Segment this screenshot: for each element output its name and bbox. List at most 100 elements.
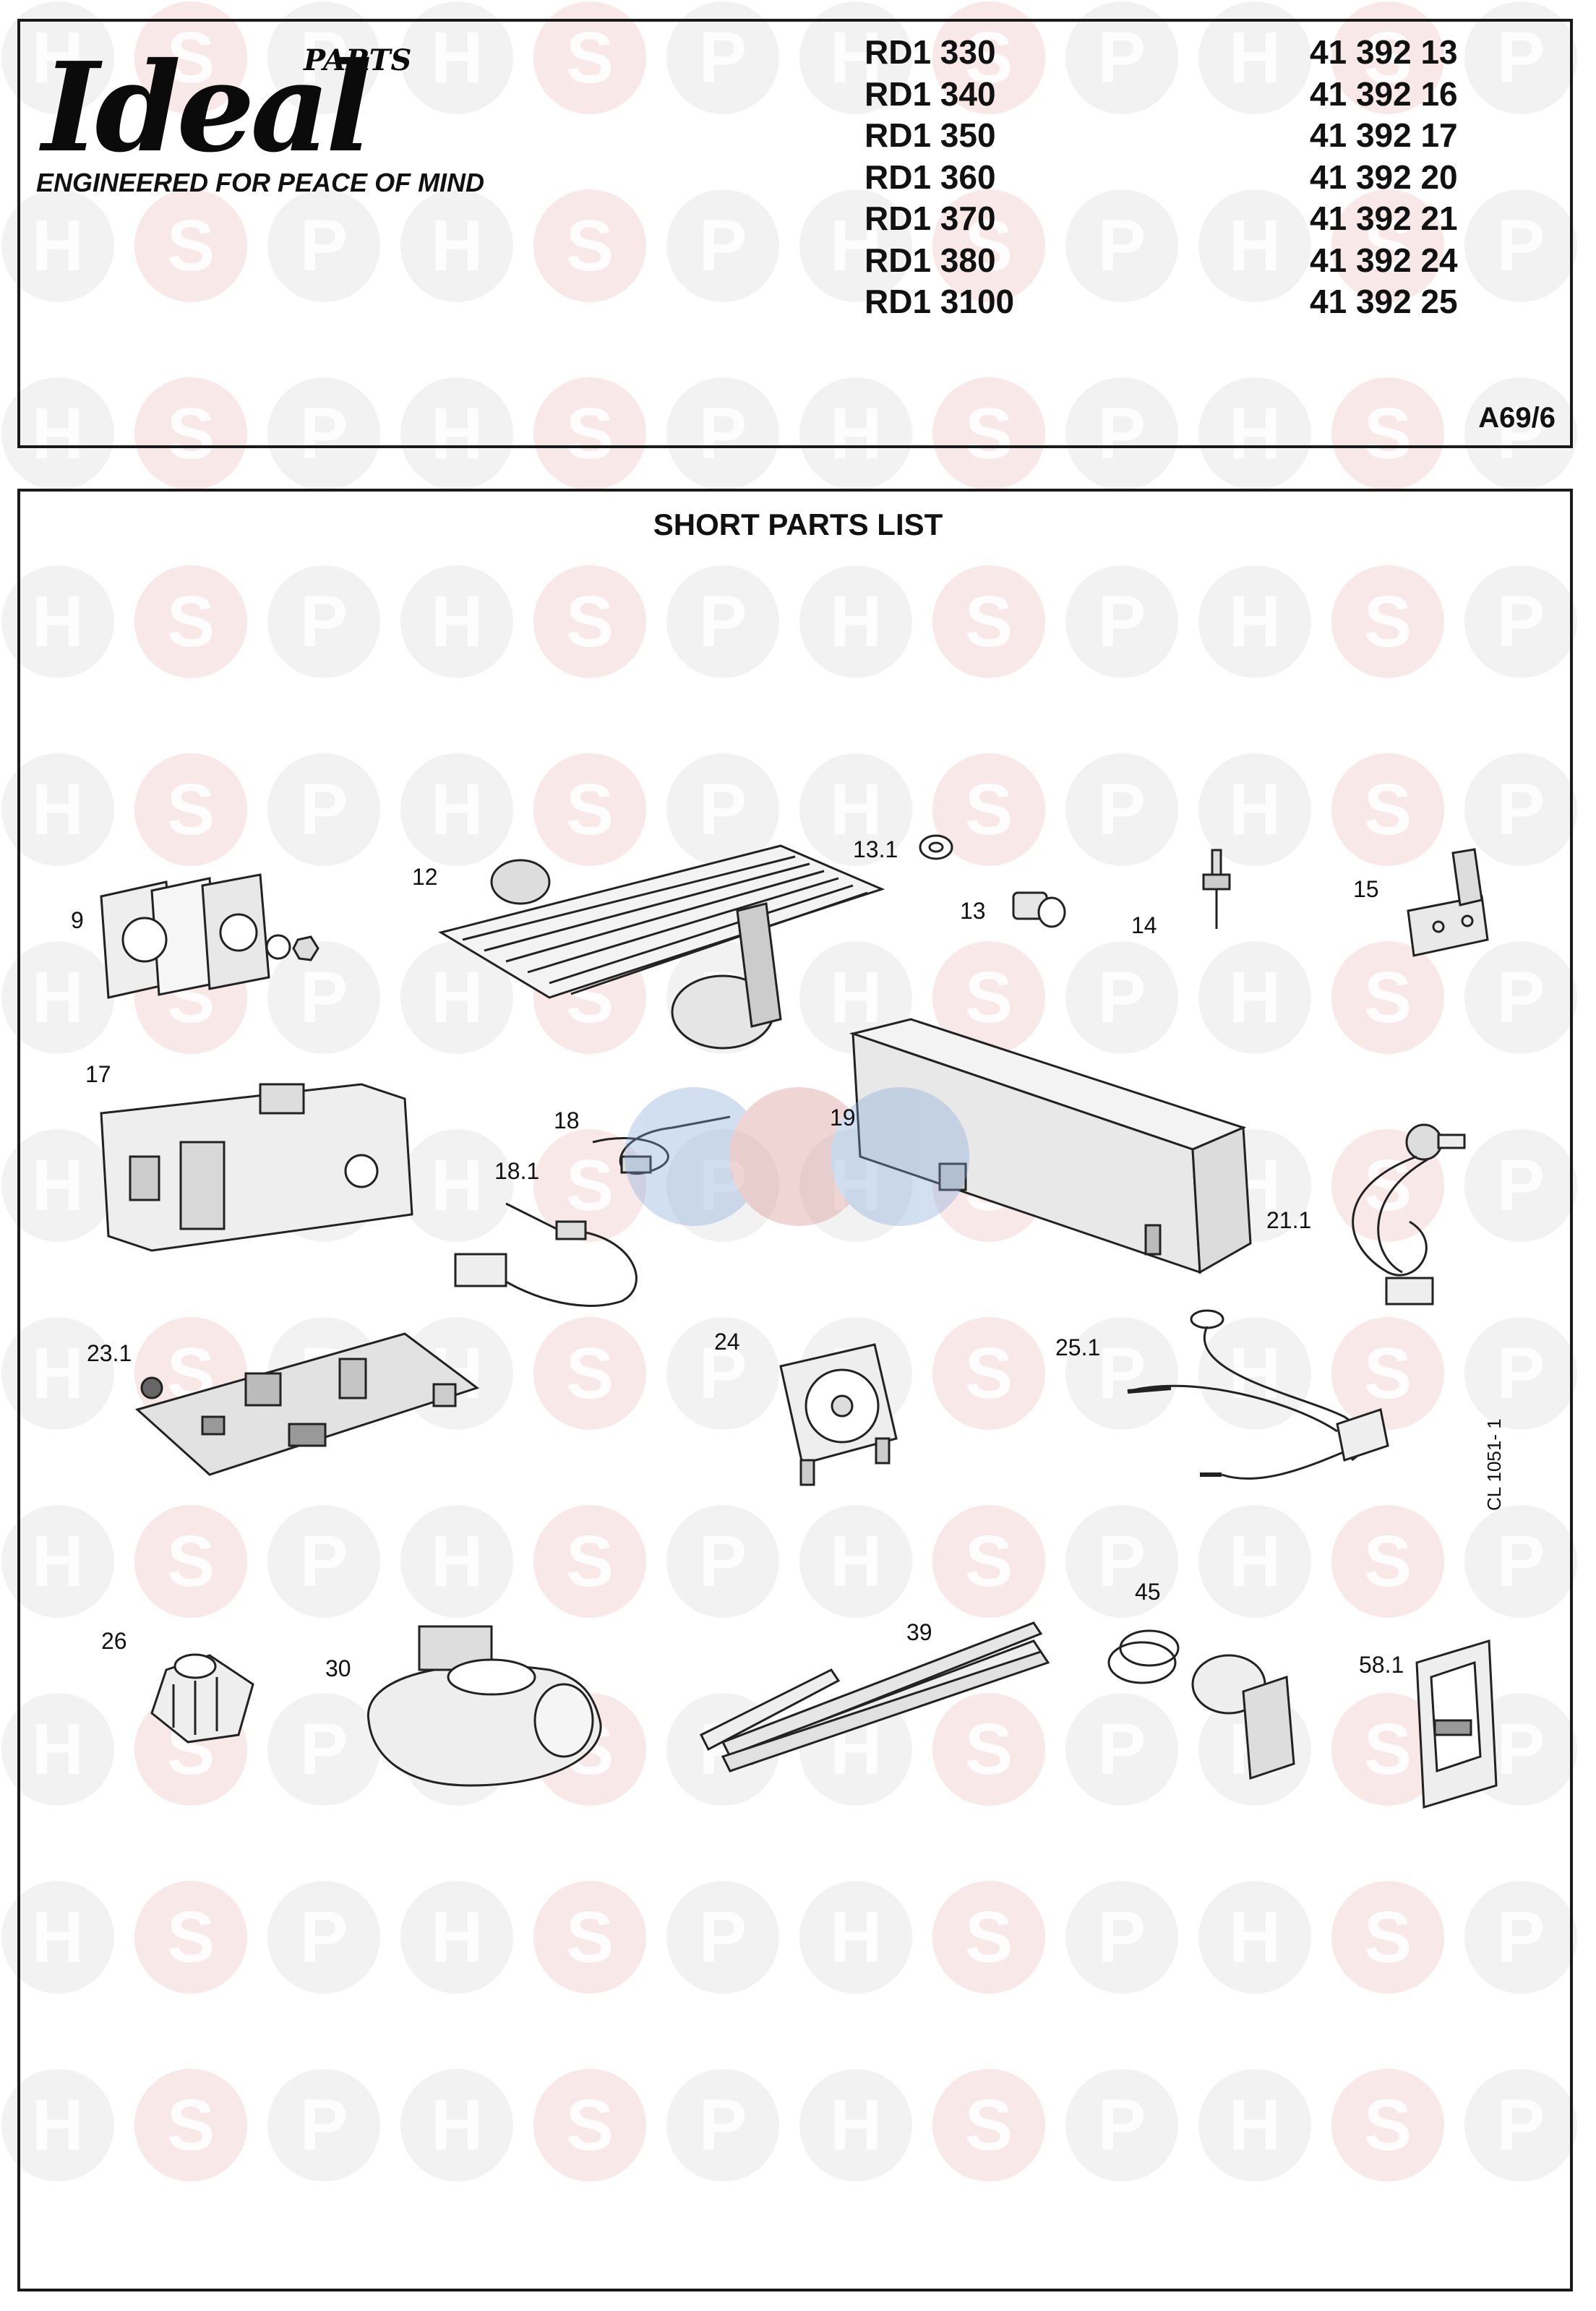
watermark-letter: S: [1364, 957, 1412, 1038]
watermark-letter: S: [965, 205, 1013, 286]
callout-18-1: 18.1: [494, 1158, 540, 1184]
watermark-letter: P: [1497, 393, 1545, 474]
brand-parts-label: PARTS: [304, 43, 412, 77]
watermark-circle: [1, 377, 114, 490]
watermark-circle: [1198, 753, 1311, 866]
watermark-letter: P: [300, 769, 348, 850]
callout-58-1: 58.1: [1359, 1652, 1404, 1678]
watermark-letter: P: [1497, 1709, 1545, 1790]
watermark-circle: [932, 377, 1045, 490]
injector-part: [1012, 891, 1066, 928]
watermark-circle: [1, 1129, 114, 1242]
model-list: RD1 330 RD1 340 RD1 350 RD1 360 RD1 370 …: [864, 32, 1014, 323]
watermark-circle: [1464, 1, 1577, 114]
watermark-circle: [1198, 1, 1311, 114]
watermark-circle: [267, 1881, 380, 1994]
watermark-letter: P: [300, 2085, 348, 2166]
callout-9: 9: [71, 907, 84, 933]
watermark-letter: P: [1497, 1897, 1545, 1978]
watermark-circle: [1065, 2069, 1178, 2182]
watermark-letter: P: [300, 1521, 348, 1602]
watermark-circle: [1065, 189, 1178, 302]
watermark-letter: S: [1364, 205, 1412, 286]
callout-45: 45: [1135, 1579, 1161, 1605]
watermark-circle: [799, 1505, 912, 1618]
callout-13: 13: [960, 898, 986, 924]
watermark-circle: [799, 377, 912, 490]
header-box: [17, 19, 1573, 448]
watermark-letter: H: [32, 1145, 84, 1226]
potentiometer-part: [1352, 1123, 1466, 1305]
watermark-circle: [1198, 189, 1311, 302]
watermark-circle: [932, 1881, 1045, 1994]
watermark-circle: [1198, 1317, 1311, 1430]
watermark-circle: [932, 1, 1045, 114]
watermark-circle: [1198, 377, 1311, 490]
pressure-switch-part: [779, 1343, 898, 1486]
watermark-circle: [666, 1129, 779, 1242]
watermark-letter: P: [1098, 393, 1146, 474]
watermark-letter: P: [1497, 1145, 1545, 1226]
watermark-circle: [1331, 1317, 1444, 1430]
watermark-letter: H: [830, 769, 882, 850]
rocker-switch-part: [1415, 1639, 1498, 1809]
watermark-letter: P: [1497, 205, 1545, 286]
watermark-circle: [1331, 2069, 1444, 2182]
watermark-circle: [1, 565, 114, 678]
watermark-circle: [932, 565, 1045, 678]
model-code: 41 392 17: [1310, 116, 1458, 154]
callout-13-1: 13.1: [853, 836, 898, 862]
watermark-circle: [533, 1505, 646, 1618]
model-name: RD1 340: [864, 74, 996, 113]
sheet-reference: A69/6: [1478, 402, 1556, 434]
watermark-letter: P: [1098, 769, 1146, 850]
watermark-letter: H: [431, 1145, 483, 1226]
watermark-letter: H: [431, 2085, 483, 2166]
watermark-letter: H: [32, 2085, 84, 2166]
watermark-circle: [134, 1505, 247, 1618]
watermark-letter: P: [699, 205, 747, 286]
watermark-circle: [134, 2069, 247, 2182]
watermark-circle: [1464, 565, 1577, 678]
gas-valve-part: [100, 1083, 413, 1252]
watermark-letter: S: [566, 581, 614, 662]
sensor-lead-part: [592, 1115, 731, 1175]
knob-part: [150, 1653, 254, 1744]
section-title: SHORT PARTS LIST: [653, 507, 943, 541]
watermark-letter: S: [1364, 1521, 1412, 1602]
model-name: RD1 330: [864, 33, 996, 71]
watermark-circle: [666, 565, 779, 678]
watermark-circle: [932, 2069, 1045, 2182]
watermark-letter: S: [566, 2085, 614, 2166]
watermark-circle: [400, 189, 513, 302]
watermark-letter: H: [431, 17, 483, 98]
watermark-circle: [1198, 1881, 1311, 1994]
watermark-letter: S: [167, 1897, 215, 1978]
watermark-letter: P: [300, 1897, 348, 1978]
watermark-circle: [666, 1317, 779, 1430]
watermark-circle: [533, 565, 646, 678]
watermark-circle: [1, 1505, 114, 1618]
watermark-letter: H: [431, 957, 483, 1038]
watermark-circle: [666, 1881, 779, 1994]
model-code: 41 392 20: [1310, 158, 1458, 196]
watermark-letter: S: [965, 2085, 1013, 2166]
pcb-part: [134, 1332, 480, 1476]
brand-tagline: ENGINEERED FOR PEACE OF MIND: [36, 168, 485, 197]
insulation-strip-part: [699, 1621, 1050, 1772]
watermark-letter: H: [431, 1521, 483, 1602]
watermark-letter: P: [1098, 1333, 1146, 1414]
watermark-letter: S: [965, 1897, 1013, 1978]
watermark-letter: P: [699, 581, 747, 662]
model-name: RD1 370: [864, 200, 996, 237]
watermark-circle: [1464, 377, 1577, 490]
callout-23-1: 23.1: [87, 1340, 132, 1366]
watermark-circle: [267, 565, 380, 678]
watermark-letter: H: [1229, 1897, 1281, 1978]
watermark-circle: [134, 377, 247, 490]
watermark-circle: [1198, 1505, 1311, 1618]
watermark-circle: [1065, 1881, 1178, 1994]
watermark-circle: [799, 189, 912, 302]
watermark-letter: H: [830, 957, 882, 1038]
watermark-circle: [400, 377, 513, 490]
